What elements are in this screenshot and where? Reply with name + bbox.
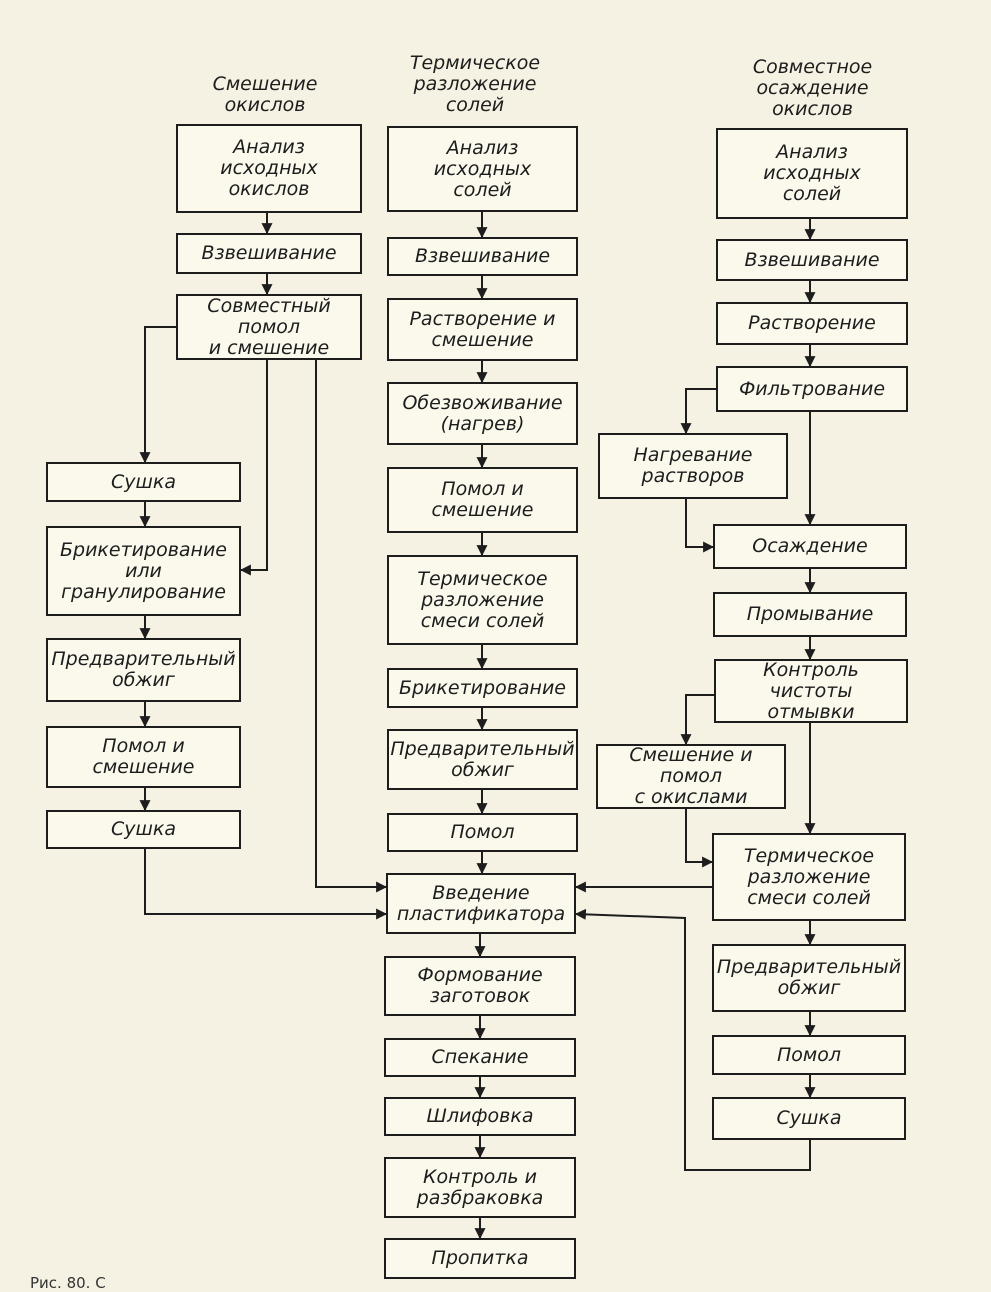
step-sintering: Спекание [384,1038,576,1077]
step-copr-precipitation: Осаждение [713,524,907,569]
step-copr-analysis: Анализ исходных солей [716,128,908,219]
step-copr-dissolving: Растворение [716,302,908,345]
step-salt-dissolving: Растворение и смешение [387,298,578,361]
step-salt-milling: Помол [387,813,578,852]
step-copr-solution-heating: Нагревание растворов [598,433,788,499]
arrow-right-drying-to-plasticizer [574,908,811,1171]
arrow-right-mixing-to-decomposition [685,809,714,868]
step-copr-mixing-with-oxides: Смешение и помол с окислами [596,744,786,809]
step-copr-weighing: Взвешивание [716,239,908,281]
arrow-right-heating-to-precipitation [685,499,715,553]
step-salt-milling-mixing: Помол и смешение [387,467,578,533]
step-plasticizer-introduction: Введение пластификатора [386,873,576,934]
arrow-left-branch-to-drying [139,326,178,464]
step-oxide-drying-2: Сушка [46,810,241,849]
arrow-right-purity-to-mixing [680,694,714,746]
step-salt-analysis: Анализ исходных солей [387,126,578,212]
step-oxide-analysis: Анализ исходных окислов [176,124,362,213]
step-oxide-joint-milling: Совместный помол и смешение [176,294,362,360]
header-oxide-mixing: Смешение окислов [212,73,318,116]
step-copr-drying: Сушка [712,1097,906,1140]
step-oxide-drying-1: Сушка [46,462,241,502]
step-blank-forming: Формование заготовок [384,956,576,1016]
step-copr-thermal-decomposition: Термическое разложение смеси солей [712,833,906,921]
arrow-left-branch-to-briquetting [239,360,268,576]
step-grinding: Шлифовка [384,1097,576,1136]
step-oxide-weighing: Взвешивание [176,233,362,274]
step-oxide-milling: Помол и смешение [46,726,241,788]
step-salt-briquetting: Брикетирование [387,668,578,708]
step-salt-dehydration: Обезвоживание (нагрев) [387,382,578,445]
step-salt-weighing: Взвешивание [387,237,578,276]
arrow-right-filter-to-heating [680,388,716,435]
step-copr-filtering: Фильтрование [716,366,908,412]
arrow-left-to-plasticizer [144,849,388,920]
step-copr-prefiring: Предварительный обжиг [712,944,906,1012]
header-thermal-decomposition: Термическое разложение солей [409,52,541,116]
figure-caption-fragment: Рис. 80. С [30,1274,106,1292]
step-copr-purity-check: Контроль чистоты отмывки [714,659,908,723]
step-copr-washing: Промывание [713,592,907,637]
step-impregnation: Пропитка [384,1238,576,1279]
step-oxide-briquetting: Брикетирование или гранулирование [46,526,241,616]
arrow-left-bypass-to-plasticizer [315,360,388,893]
step-salt-thermal-decomposition: Термическое разложение смеси солей [387,555,578,645]
header-coprecipitation: Совместное осаждение окислов [752,56,873,120]
step-salt-prefiring: Предварительный обжиг [387,729,578,790]
step-copr-milling: Помол [712,1035,906,1075]
step-oxide-prefiring: Предварительный обжиг [46,638,241,702]
step-inspection-sorting: Контроль и разбраковка [384,1157,576,1218]
